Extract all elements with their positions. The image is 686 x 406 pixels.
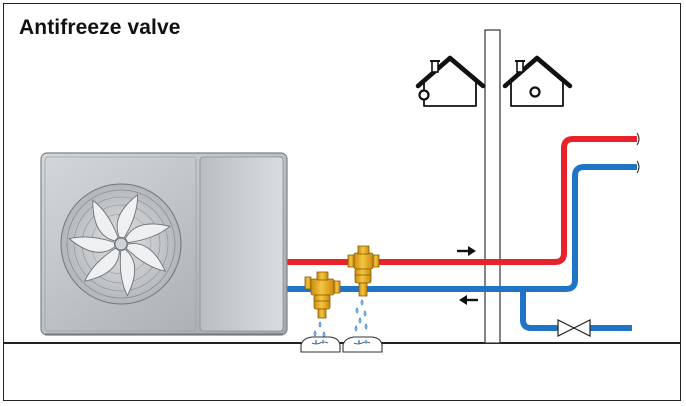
fan-blade xyxy=(68,236,116,253)
fan-blade xyxy=(124,223,171,244)
fan-blade xyxy=(92,199,119,242)
antifreeze-valve-supply xyxy=(347,245,380,297)
fan-icon xyxy=(60,183,182,305)
water-drops xyxy=(313,299,368,338)
return-pipe xyxy=(286,164,637,331)
supply-pipe xyxy=(286,136,637,265)
pipe-end xyxy=(636,132,640,174)
house-icon xyxy=(502,55,573,107)
house-icon xyxy=(415,55,486,107)
antifreeze-valve-return xyxy=(304,271,341,319)
drain-tray-right xyxy=(342,336,383,353)
fan-blade xyxy=(119,248,136,297)
building-wall xyxy=(484,29,501,344)
fan-blade xyxy=(83,247,120,282)
diagram-title: Antifreeze valve xyxy=(19,16,181,39)
fan-blade xyxy=(125,242,167,272)
return-flow-arrow xyxy=(459,295,478,305)
supply-flow-arrow xyxy=(457,246,476,256)
fan-blade xyxy=(116,193,139,239)
drain-tray-left xyxy=(300,336,341,353)
check-valve-icon xyxy=(557,319,591,337)
